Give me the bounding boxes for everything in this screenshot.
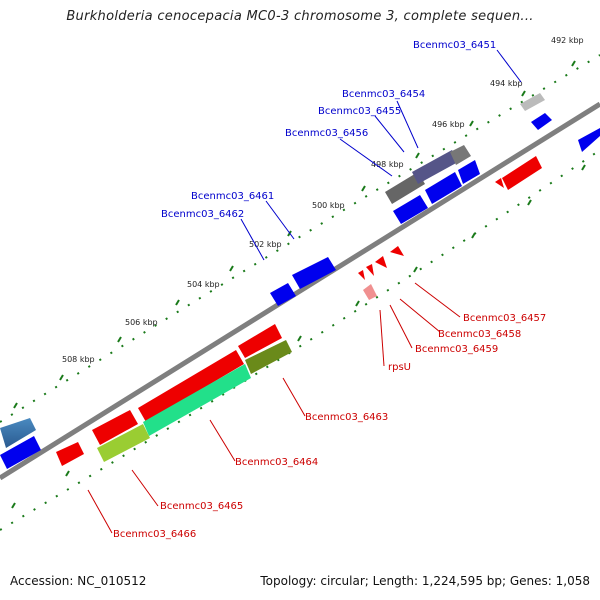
gene-feature[interactable] (56, 442, 84, 466)
gene-feature[interactable] (393, 195, 428, 224)
genome-backbone (0, 101, 600, 481)
kbp-label: 504 kbp (187, 280, 220, 289)
kbp-label: 508 kbp (62, 355, 95, 364)
gene-feature[interactable] (578, 128, 600, 152)
gene-feature[interactable] (97, 424, 150, 462)
topology-text: Topology: circular; Length: 1,224,595 bp… (260, 574, 590, 588)
reverse-genes (56, 156, 542, 466)
gene-feature[interactable] (458, 160, 480, 184)
gene-feature[interactable] (450, 145, 471, 165)
gene-feature[interactable] (363, 284, 377, 300)
gene-feature[interactable] (245, 340, 292, 374)
gene-label[interactable]: Bcenmc03_6451 (413, 40, 496, 51)
gene-feature[interactable] (0, 436, 41, 469)
gene-feature[interactable] (0, 418, 36, 448)
kbp-label: 502 kbp (249, 240, 282, 249)
gene-feature[interactable] (270, 283, 296, 306)
gene-feature[interactable] (358, 270, 365, 280)
gene-feature[interactable] (412, 150, 458, 184)
gene-label[interactable]: Bcenmc03_6461 (191, 191, 274, 202)
accession-text: Accession: NC_010512 (10, 574, 147, 588)
kbp-label: 492 kbp (551, 36, 584, 45)
kbp-label: 506 kbp (125, 318, 158, 327)
gene-feature[interactable] (138, 350, 244, 422)
gene-label[interactable]: Bcenmc03_6457 (463, 313, 546, 324)
gene-label[interactable]: Bcenmc03_6459 (415, 344, 498, 355)
gene-label[interactable]: Bcenmc03_6458 (438, 329, 521, 340)
kbp-label: 500 kbp (312, 201, 345, 210)
gene-label[interactable]: Bcenmc03_6455 (318, 106, 401, 117)
gene-label[interactable]: Bcenmc03_6454 (342, 89, 425, 100)
kbp-label: 498 kbp (371, 160, 404, 169)
bottom-leaders (87, 282, 461, 534)
kbp-label: 494 kbp (490, 79, 523, 88)
outer-tick-ring (0, 54, 600, 423)
gene-feature[interactable] (292, 257, 336, 289)
gene-label[interactable]: Bcenmc03_6456 (285, 128, 368, 139)
gene-feature[interactable] (385, 172, 425, 204)
gene-feature[interactable] (531, 113, 552, 130)
gene-feature[interactable] (143, 364, 251, 436)
gene-label[interactable]: Bcenmc03_6463 (305, 412, 388, 423)
kbp-label: 496 kbp (432, 120, 465, 129)
gene-feature[interactable] (502, 156, 542, 190)
inner-tick-ring (0, 149, 600, 531)
gene-feature[interactable] (425, 172, 462, 204)
gene-label[interactable]: Bcenmc03_6464 (235, 457, 318, 468)
gene-feature[interactable] (92, 410, 138, 445)
gene-feature[interactable] (495, 178, 504, 188)
gene-feature[interactable] (375, 256, 387, 268)
map-title: Burkholderia cenocepacia MC0-3 chromosom… (66, 9, 534, 24)
gene-feature[interactable] (366, 264, 374, 276)
top-leaders (240, 49, 522, 261)
gene-label[interactable]: Bcenmc03_6466 (113, 529, 196, 540)
gene-feature[interactable] (390, 246, 404, 256)
gene-label[interactable]: Bcenmc03_6462 (161, 209, 244, 220)
gene-label[interactable]: rpsU (388, 362, 411, 373)
gene-feature[interactable] (520, 93, 545, 111)
gene-label[interactable]: Bcenmc03_6465 (160, 501, 243, 512)
gene-feature[interactable] (238, 324, 282, 358)
forward-genes (0, 93, 600, 469)
